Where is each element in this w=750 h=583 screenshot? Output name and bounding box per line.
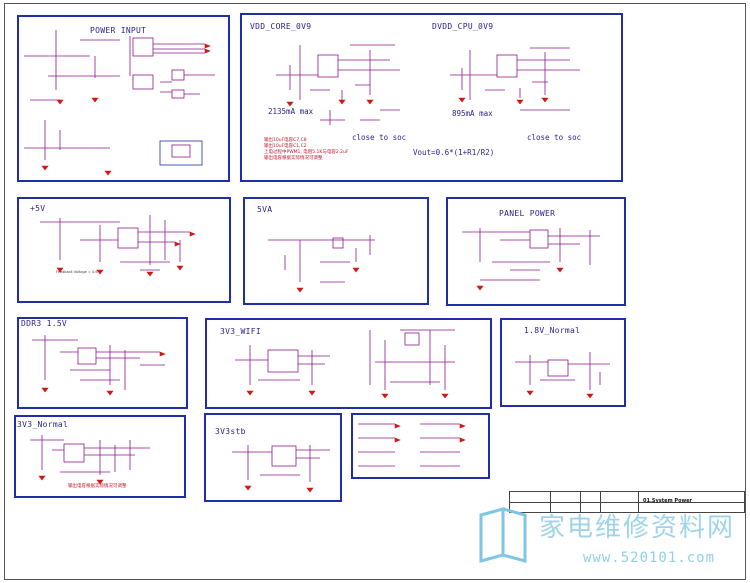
title-vdd-core: VDD_CORE_0V9 [250, 22, 312, 31]
title-dvdd-cpu: DVDD_CPU_0V9 [432, 22, 494, 31]
block-panel-power [446, 197, 626, 306]
block-ddr3 [17, 317, 188, 409]
cn-3v3-normal-note: 输出电容根据实际情况可调整 [68, 484, 127, 489]
title-5va: 5VA [257, 205, 273, 214]
title-block [509, 491, 745, 513]
cn-note-4: 输出电容根据实际情况可调整 [264, 156, 323, 161]
title-3v3-normal: 3V3_Normal [17, 420, 69, 429]
title-power-input: POWER INPUT [90, 26, 147, 35]
dvdd-cpu-close-note: close to soc [527, 133, 582, 142]
vdd-core-close-note: close to soc [352, 133, 407, 142]
vout-formula: Vout=0.6*(1+R1/R2) [413, 148, 495, 157]
watermark-logo-icon [479, 507, 527, 563]
block-3v3-stb [204, 413, 342, 502]
title-ddr3: DDR3 1.5V [21, 319, 68, 328]
cn-note-2: 输出10uF电容C1,C2 [264, 144, 307, 149]
cn-note-1: 输出10uF电容C7,C8 [264, 138, 307, 143]
title-plus5v: +5V [30, 204, 46, 213]
title-3v3-stb: 3V3stb [215, 427, 246, 436]
plus5v-feedback-note: Feedback Voltage = 0.6 [56, 270, 98, 274]
title-block-sheet-name: 01.System Power [643, 498, 693, 504]
cn-note-3: 上电过程中PWM1, 电阻5.1K与电容2.2uF [264, 150, 349, 155]
block-1v8-normal [500, 318, 626, 407]
block-power-input [17, 15, 230, 182]
dvdd-cpu-current: 895mA max [452, 109, 493, 118]
block-5va [243, 197, 429, 305]
watermark-text: 家电维修资料网 [539, 513, 736, 543]
watermark-url: www.520101.com [583, 550, 716, 566]
vdd-core-current: 2135mA max [268, 107, 314, 116]
title-panel-power: PANEL POWER [499, 209, 556, 218]
block-plus5v [17, 197, 231, 303]
title-1v8-normal: 1.8V_Normal [524, 326, 581, 335]
title-3v3-wifi: 3V3_WIFI [220, 327, 261, 336]
block-vdd-core-dvdd-cpu [240, 13, 623, 182]
